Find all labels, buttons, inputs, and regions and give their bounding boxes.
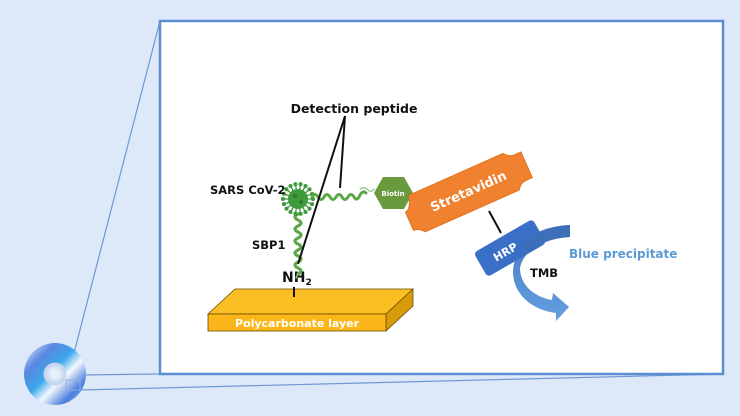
virus-spike-tip: [298, 211, 303, 216]
zoom-line-middle: [79, 373, 161, 376]
streptavidin-hrp-link: [488, 210, 502, 234]
virus-spike-tip: [284, 187, 289, 192]
virus-spike-tip: [280, 196, 286, 202]
virus-spike-tip: [281, 202, 286, 207]
sbp1-peptide-helix: [293, 212, 303, 279]
zoom-line-bottom: [79, 373, 724, 391]
polycarbonate-layer: Polycarbonate layer: [206, 288, 415, 332]
detection-peptide-pointers: [297, 115, 346, 265]
hrp-enzyme: HRP: [475, 220, 545, 276]
virus-spike-tip: [281, 191, 286, 196]
zoom-line-top: [66, 20, 161, 381]
virus-spike-tip: [284, 206, 289, 211]
virus-spike-tip: [303, 183, 308, 189]
virus-spike-tip: [293, 211, 298, 216]
virus-spike-tip: [298, 182, 303, 187]
polycarbonate-label: Polycarbonate layer: [235, 317, 360, 330]
detection-peptide-label: Detection peptide: [291, 101, 418, 116]
virus-spike-tip: [288, 183, 293, 189]
virus-spike-tip: [310, 202, 315, 207]
virus-spike-tip: [307, 206, 312, 211]
zoom-callout-lines: [66, 20, 724, 391]
cd-disc-icon: [24, 343, 86, 405]
biotin-label: Biotin: [381, 190, 404, 198]
virus-spike-tip: [293, 182, 298, 187]
sars-cov2-virus-icon: [280, 182, 316, 216]
sbp1-label: SBP1: [252, 238, 285, 252]
detection-peptide-helix: [310, 187, 375, 201]
virus-spike-tip: [288, 209, 293, 215]
tmb-arrow-overlap: [520, 225, 570, 254]
cd-zoom-region: [65, 379, 81, 391]
biotin-hexagon: Biotin: [374, 177, 413, 209]
blue-precipitate-label: Blue precipitate: [569, 247, 677, 261]
virus-spike-tip: [303, 209, 308, 215]
tmb-label: TMB: [530, 266, 558, 280]
virus-spike-tip: [307, 187, 312, 192]
sars-cov2-label: SARS CoV-2: [210, 183, 286, 197]
